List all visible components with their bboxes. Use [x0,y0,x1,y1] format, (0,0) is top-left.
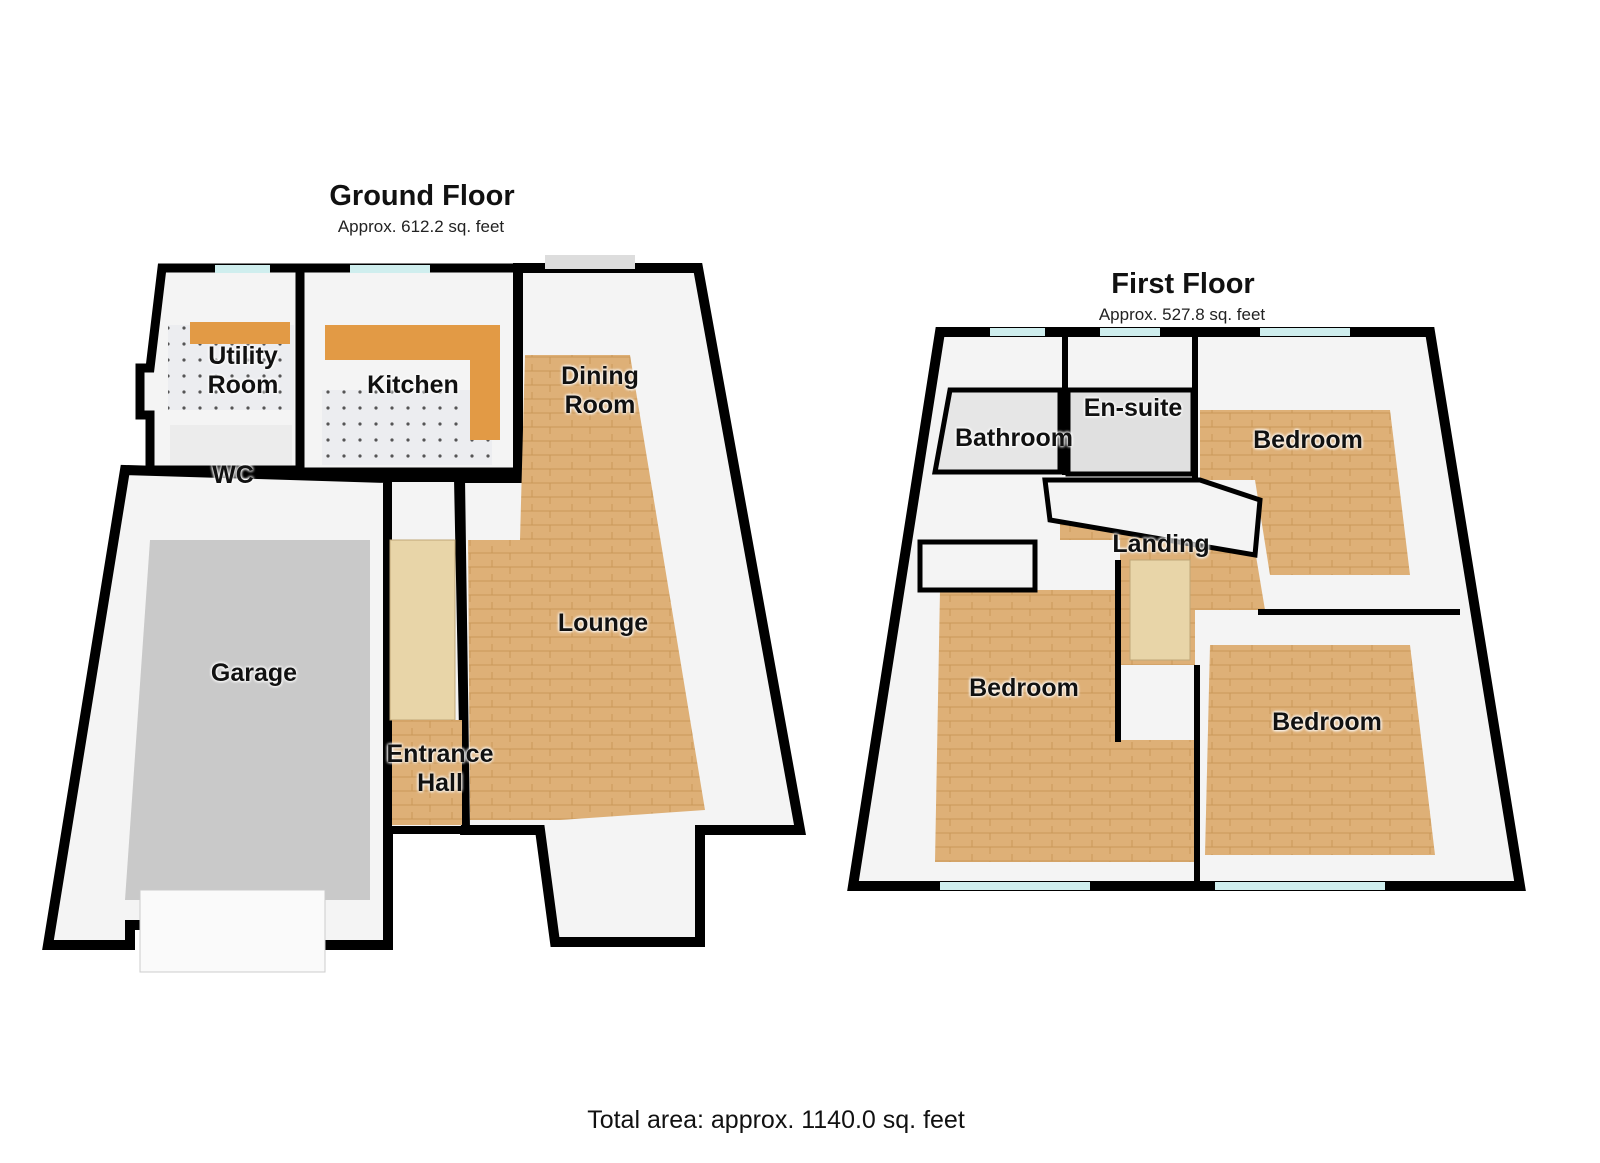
room-label-bathroom: Bathroom [954,424,1074,452]
stairs [389,539,456,721]
room-label-entrance-hall: Entrance Hall [386,740,494,797]
total-area: Total area: approx. 1140.0 sq. feet [587,1106,965,1134]
wc-floor [170,425,292,465]
bedroom-top-right-floor [1200,410,1410,575]
room-label-garage: Garage [210,659,298,687]
ground-floor-area: Approx. 612.2 sq. feet [337,217,505,236]
window [990,328,1045,336]
room-label-bedroom-top-right: Bedroom [1253,426,1363,454]
garage-door [139,889,326,973]
window [940,882,1090,890]
lounge-dining-floor [468,355,705,820]
room-label-dining-room: Dining Room [561,362,639,419]
entrance-hall-floor [392,720,462,825]
french-doors [545,255,635,269]
room-label-bedroom-left: Bedroom [969,674,1079,702]
ground-floor-plan [42,255,806,973]
window [1100,328,1160,336]
bathroom-floor [932,387,1063,475]
window [350,265,430,273]
room-label-wc: WC [212,461,254,489]
room-label-landing: Landing [1112,530,1210,558]
first-floor-area: Approx. 527.8 sq. feet [1098,305,1266,324]
first-floor-title: First Floor [1111,268,1255,300]
bedroom-bottom-right-floor [1205,645,1435,855]
room-label-bedroom-bottom-right: Bedroom [1272,708,1382,736]
kitchen-worktop [325,325,500,440]
window [1215,882,1385,890]
wardrobe [917,539,1038,593]
room-label-kitchen: Kitchen [367,371,459,399]
room-label-lounge: Lounge [557,609,649,637]
landing-wall [1042,477,1263,558]
ground-floor-title: Ground Floor [329,180,515,212]
bedroom-left-floor [935,590,1195,862]
window [215,265,270,273]
garage-floor [125,540,370,900]
utility-worktop [190,322,290,344]
room-label-utility-room: Utility Room [207,342,279,399]
kitchen-floor [322,390,492,465]
first-floor-plan [847,327,1526,891]
room-label-en-suite: En-suite [1083,394,1183,422]
window [1260,328,1350,336]
first-floor-stairs [1129,559,1191,661]
